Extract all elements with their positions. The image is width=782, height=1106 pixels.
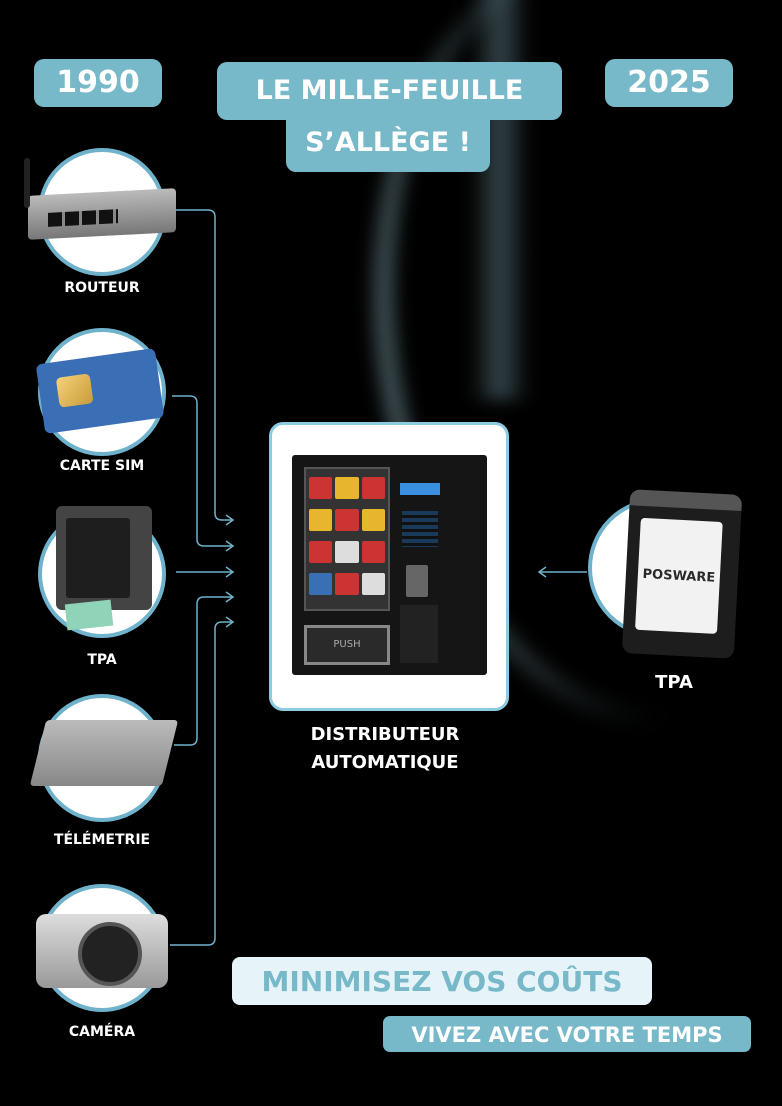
- tagline-vivez: VIVEZ AVEC VOTRE TEMPS: [383, 1016, 751, 1052]
- year-1990-badge: 1990: [34, 59, 162, 107]
- tpa-modern-label: TPA: [655, 672, 693, 693]
- modern-payment-terminal-icon: POSWARE: [621, 489, 743, 659]
- payment-terminal-icon: [56, 506, 152, 631]
- vending-machine-card: PUSH: [269, 422, 509, 711]
- tpa-modern-circle: POSWARE: [588, 489, 743, 659]
- vending-machine-icon: PUSH: [292, 455, 487, 675]
- tpa-legacy-label: TPA: [87, 652, 117, 668]
- camera-circle: [36, 884, 168, 1012]
- distributeur-label-1: DISTRIBUTEUR: [310, 724, 460, 745]
- sim-label: CARTE SIM: [59, 458, 145, 474]
- sim-card-icon: [35, 347, 165, 435]
- posware-logo: POSWARE: [642, 566, 716, 586]
- tagline-minimisez: MINIMISEZ VOS COÛTS: [232, 957, 652, 1005]
- distributeur-label-2: AUTOMATIQUE: [311, 752, 459, 773]
- title-line-1: LE MILLE-FEUILLE: [217, 62, 562, 120]
- camera-label: CAMÉRA: [68, 1024, 136, 1040]
- year-2025-badge: 2025: [605, 59, 733, 107]
- telemetry-box-icon: [29, 720, 179, 786]
- connector-telemetrie: [174, 596, 232, 746]
- camera-icon: [36, 914, 168, 988]
- connector-camera: [170, 621, 232, 946]
- tpa-legacy-circle: [38, 506, 166, 638]
- connector-routeur: [168, 209, 232, 521]
- routeur-circle: [24, 148, 176, 276]
- routeur-label: ROUTEUR: [64, 280, 140, 296]
- title-line-2: S’ALLÈGE !: [286, 112, 490, 172]
- sim-circle: [35, 328, 166, 456]
- router-icon: [24, 157, 176, 240]
- telemetrie-label: TÉLÉMETRIE: [53, 832, 151, 848]
- push-flap: PUSH: [304, 625, 390, 665]
- telemetrie-circle: [29, 694, 179, 822]
- connector-sim: [172, 395, 232, 547]
